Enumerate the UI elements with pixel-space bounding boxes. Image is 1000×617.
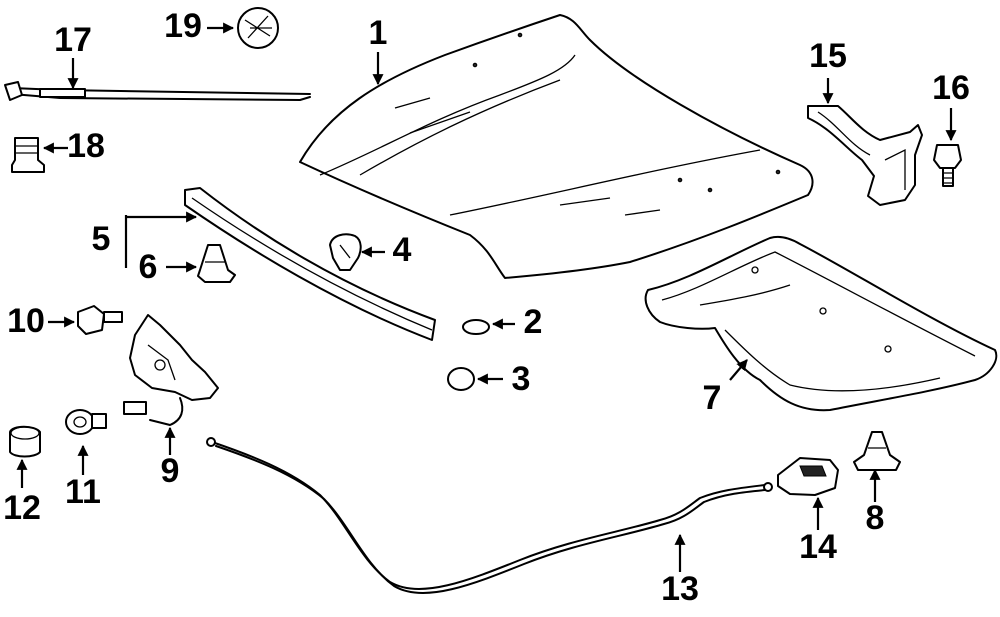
release-cable <box>206 437 773 594</box>
callout-labels: 1 2 3 4 5 6 7 8 9 10 11 12 13 14 15 16 1… <box>3 7 970 608</box>
callout-1: 1 <box>369 14 388 52</box>
callout-8: 8 <box>866 499 885 537</box>
plug-part-3 <box>447 367 475 391</box>
clip-part-8 <box>853 431 901 471</box>
plug-part-2 <box>462 319 490 335</box>
callout-14: 14 <box>799 528 837 566</box>
retainer-part-19 <box>237 7 279 49</box>
bolt-part-10 <box>77 305 123 335</box>
release-handle <box>777 457 839 496</box>
callout-7: 7 <box>703 379 722 417</box>
callout-3: 3 <box>512 360 531 398</box>
callout-10: 10 <box>7 302 45 340</box>
clip-part-6 <box>197 244 236 283</box>
plug-part-12 <box>9 425 41 458</box>
hood-insulator <box>644 235 998 412</box>
hood-hinge <box>807 105 923 206</box>
hood-panel <box>299 14 814 279</box>
cushion-part-4 <box>329 233 362 271</box>
callout-18: 18 <box>67 127 105 165</box>
callout-15: 15 <box>809 37 847 75</box>
callout-19: 19 <box>164 7 202 45</box>
hood-latch <box>123 314 219 426</box>
leader-lines <box>16 22 957 572</box>
callout-5: 5 <box>92 220 111 258</box>
grommet-part-18 <box>11 137 45 173</box>
callout-2: 2 <box>524 303 543 341</box>
callout-17: 17 <box>54 21 92 59</box>
callout-6: 6 <box>139 248 158 286</box>
bolt-part-16 <box>933 144 962 187</box>
hood-support-rod <box>4 81 311 101</box>
callout-16: 16 <box>932 69 970 107</box>
hood-seal-strip <box>184 187 436 341</box>
bumper-part-11 <box>65 409 107 435</box>
callout-4: 4 <box>393 231 412 269</box>
callout-11: 11 <box>65 473 101 511</box>
callout-13: 13 <box>661 570 699 608</box>
callout-9: 9 <box>161 452 180 490</box>
callout-12: 12 <box>3 489 41 527</box>
